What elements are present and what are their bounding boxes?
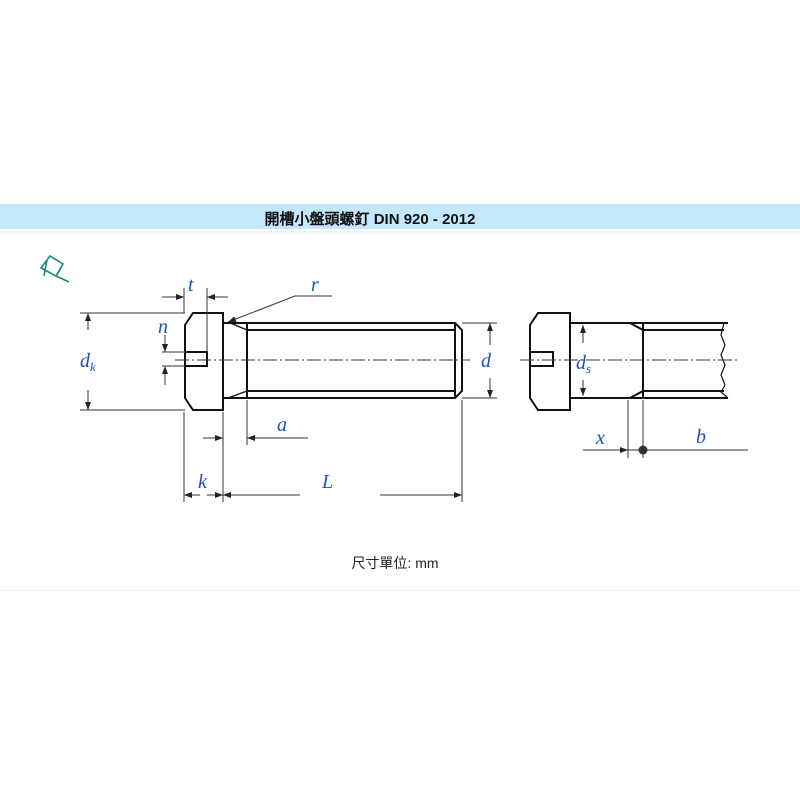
label-k: k (198, 471, 208, 493)
label-d: d (481, 350, 492, 372)
dimension-lines (80, 288, 497, 502)
divider-bottom (0, 590, 800, 591)
page-title: 開槽小盤頭螺釘 DIN 920 - 2012 (264, 211, 476, 228)
label-b: b (696, 426, 706, 448)
label-L: L (321, 471, 333, 493)
label-t: t (188, 274, 194, 296)
title-banner: 開槽小盤頭螺釘 DIN 920 - 2012 (0, 204, 800, 229)
screw-unthreaded-view (529, 312, 729, 411)
label-x: x (595, 427, 605, 449)
screw-side-view (184, 312, 463, 411)
pushpin-icon[interactable] (39, 254, 70, 283)
label-r: r (311, 274, 319, 296)
divider (0, 231, 800, 235)
label-n: n (158, 316, 168, 338)
label-dk: dk (80, 350, 96, 374)
reference-dot (638, 445, 648, 455)
label-ds: ds (576, 352, 591, 376)
label-a: a (277, 414, 287, 436)
unit-note: 尺寸單位: mm (351, 555, 439, 571)
